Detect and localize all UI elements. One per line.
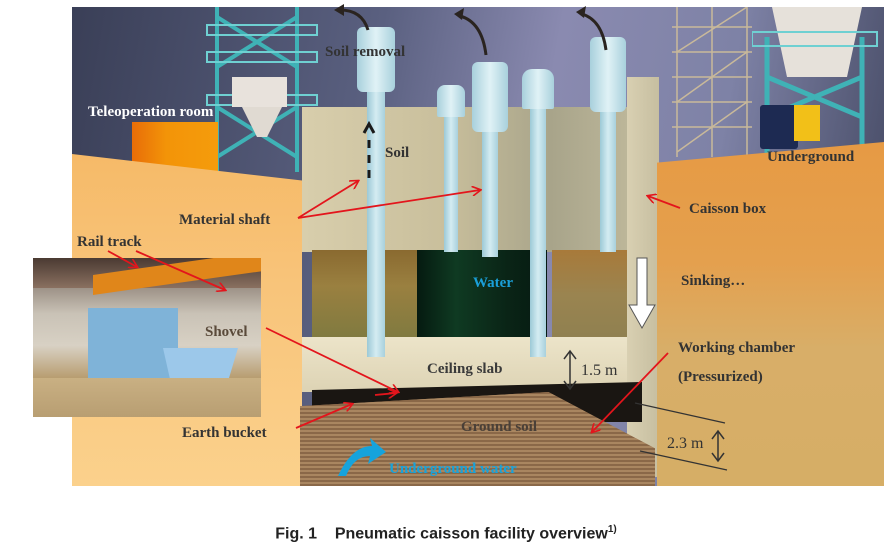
photo-soil-floor [33, 378, 261, 417]
ballast-compartment-left [312, 250, 417, 340]
dump-truck-bed [794, 105, 820, 141]
label-soil-removal: Soil removal [325, 44, 406, 60]
material-shaft-3 [482, 127, 498, 257]
material-shaft-4-lock [522, 69, 554, 109]
label-ground-soil: Ground soil [461, 419, 538, 435]
label-sinking: Sinking… [681, 273, 746, 289]
label-underground-water: Underground water [389, 461, 517, 477]
material-shaft-2-lock [437, 85, 465, 117]
right-crane-tower [752, 7, 878, 157]
caption-prefix: Fig. 1 [275, 525, 318, 543]
material-shaft-5-lock [590, 37, 626, 112]
material-shaft-5 [600, 107, 616, 252]
material-shaft-2 [444, 112, 458, 252]
caption-title: Pneumatic caisson facility overview [334, 525, 608, 543]
label-teleoperation-room: Teleoperation room [88, 104, 214, 120]
left-crane-tower [206, 7, 318, 172]
label-chamber-height: 2.3 m [667, 435, 704, 452]
figure-caption: Fig. 1 Pneumatic caisson facility overvi… [0, 524, 892, 543]
label-rail-track: Rail track [77, 234, 142, 250]
dump-truck-cab [760, 105, 798, 149]
label-caisson-box: Caisson box [689, 201, 767, 217]
label-soil: Soil [385, 145, 410, 161]
material-shaft-4 [530, 102, 546, 357]
label-pressurized: (Pressurized) [678, 369, 763, 385]
label-shovel: Shovel [205, 324, 248, 340]
caption-reference: 1) [607, 524, 617, 535]
label-underground: Underground [767, 149, 855, 165]
material-shaft-1-lock [357, 27, 395, 92]
water-compartment [417, 250, 547, 340]
label-water: Water [473, 275, 513, 291]
underground-layer-right [657, 142, 884, 486]
label-ceiling-slab: Ceiling slab [427, 361, 503, 377]
label-working-chamber: Working chamber [678, 340, 796, 356]
material-shaft-3-lock [472, 62, 508, 132]
label-ceiling-height: 1.5 m [581, 362, 618, 379]
label-earth-bucket: Earth bucket [182, 425, 267, 441]
label-material-shaft: Material shaft [179, 212, 271, 228]
ballast-compartment-right [552, 250, 627, 340]
scaffolding [672, 7, 752, 157]
